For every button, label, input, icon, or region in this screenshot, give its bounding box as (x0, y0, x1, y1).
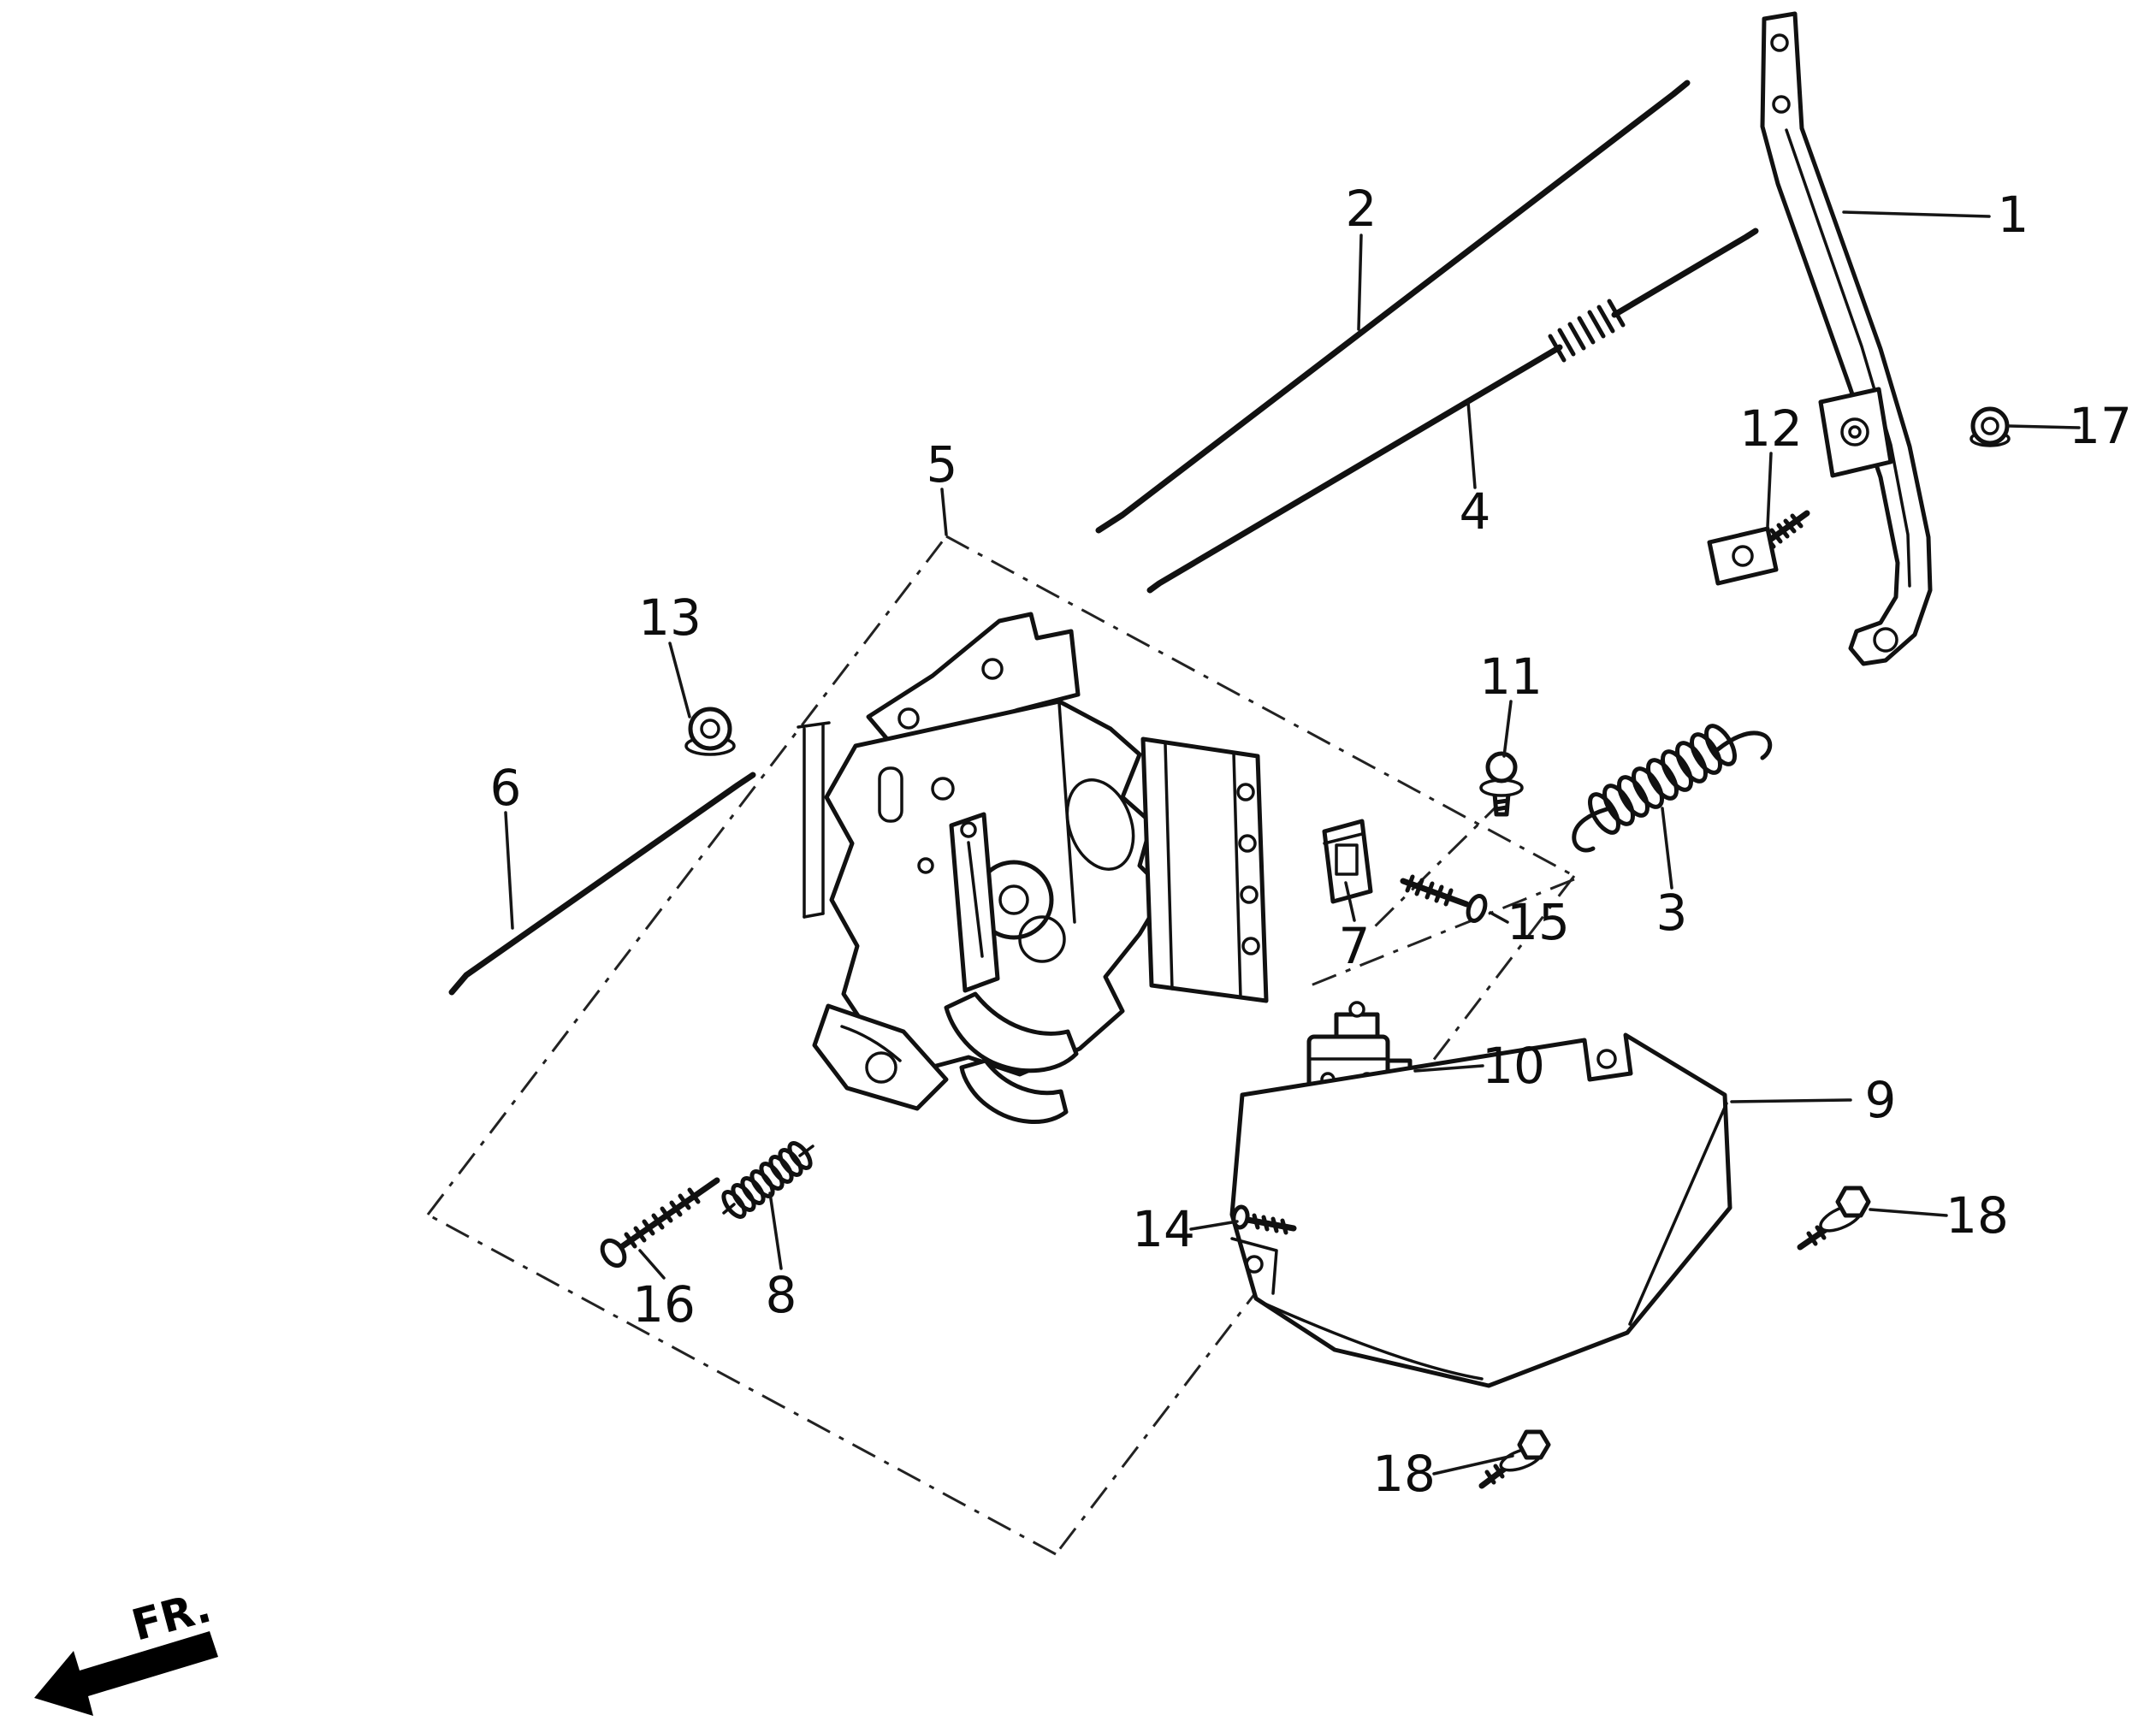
part-8-spring (721, 1141, 814, 1219)
callout-3: 3 (1656, 884, 1688, 942)
callout-11: 11 (1479, 648, 1543, 706)
part-4-rod-with-spring (1146, 228, 1759, 594)
leader-1 (1842, 210, 1991, 218)
leader-17 (2007, 424, 2081, 429)
rod-spring-coil (1548, 299, 1626, 363)
leader-lines (504, 210, 2081, 1476)
part-11-bolt (1479, 751, 1524, 817)
callout-14: 14 (1132, 1200, 1195, 1258)
leader-7 (1344, 881, 1356, 922)
callout-8: 8 (766, 1266, 797, 1324)
callout-10: 10 (1482, 1037, 1545, 1095)
part-9-cover (1229, 1032, 1732, 1388)
part-14-screw (1231, 1204, 1297, 1235)
leader-18a (1869, 1208, 1948, 1217)
leader-16 (638, 1249, 666, 1280)
leader-11 (1502, 700, 1513, 758)
callout-15: 15 (1507, 893, 1570, 951)
part-7-bracket (1322, 819, 1373, 904)
callout-16: 16 (632, 1275, 696, 1334)
callout-12: 12 (1739, 399, 1803, 458)
leader-18b (1432, 1454, 1514, 1476)
part-15-screw (1400, 874, 1488, 923)
callout-7: 7 (1339, 917, 1371, 975)
leader-15 (1489, 911, 1509, 924)
leader-3 (1661, 807, 1673, 890)
leader-5 (940, 488, 948, 536)
part-18-bolt-bottom (1478, 1429, 1551, 1489)
leader-10 (1413, 1064, 1484, 1073)
part-16-screw (600, 1177, 720, 1269)
part-12-bolt (1707, 510, 1810, 586)
part-5-control-bracket (797, 612, 1269, 1124)
fr-arrow-icon (34, 1631, 218, 1716)
leader-13 (668, 642, 691, 719)
callout-4: 4 (1460, 482, 1491, 541)
leader-2 (1357, 234, 1363, 331)
callout-2: 2 (1346, 180, 1377, 238)
leader-9 (1730, 1098, 1852, 1103)
leader-4 (1466, 400, 1477, 489)
fr-direction-marker: FR. (34, 1582, 218, 1716)
part-3-return-spring (1572, 724, 1773, 853)
callout-18a: 18 (1946, 1186, 2009, 1245)
callout-13: 13 (638, 588, 702, 647)
part-6-rod (448, 772, 756, 996)
leader-8 (768, 1192, 783, 1270)
part-13-nut (684, 707, 736, 756)
leader-12 (1766, 452, 1773, 529)
callout-1: 1 (1998, 186, 2029, 244)
callout-17: 17 (2069, 397, 2132, 455)
part-17-nut (1969, 406, 2011, 447)
callout-5: 5 (927, 435, 958, 494)
callout-9: 9 (1865, 1071, 1897, 1129)
callout-6: 6 (490, 759, 522, 817)
leader-14 (1189, 1220, 1239, 1231)
part-2-rod (1095, 80, 1691, 534)
leader-6 (504, 811, 514, 930)
part-1-control-lever (1760, 11, 1933, 666)
callout-labels: 1 2 3 4 5 6 7 8 9 10 11 12 13 14 15 16 1… (490, 180, 2132, 1503)
part-18-bolt-right (1797, 1186, 1871, 1251)
callout-18b: 18 (1372, 1445, 1436, 1503)
